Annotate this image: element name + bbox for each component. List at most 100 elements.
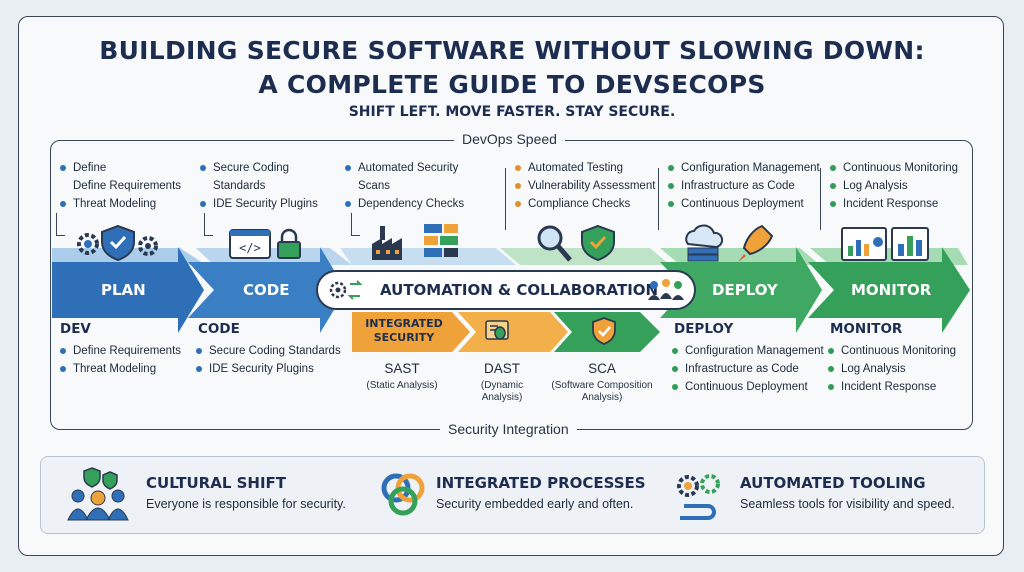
list-item: Compliance Checks [515, 195, 655, 213]
list-item: Automated Testing [515, 159, 655, 177]
monitor-icons [841, 227, 929, 261]
connector-line [505, 168, 506, 230]
list-item: Dependency Checks [345, 195, 464, 213]
tool-dast-desc-line: (Dynamic [480, 380, 524, 391]
build-top-list: Automated Security Scans Dependency Chec… [345, 159, 464, 213]
list-item: Incident Response [828, 378, 956, 396]
list-item: Infrastructure as Code [668, 177, 820, 195]
list-item: Configuration Management [668, 159, 820, 177]
list-item: Standards [213, 180, 266, 192]
integrated-security-label: INTEGRATED SECURITY [356, 317, 452, 345]
feature-desc-integrated-processes: Security embedded early and often. [436, 497, 634, 511]
integrated-security-line-1: INTEGRATED [365, 317, 443, 330]
code-arrow [188, 247, 346, 333]
bug-icon [485, 320, 509, 340]
tool-sast-desc: (Static Analysis) [350, 380, 454, 392]
monitor-arrow [808, 247, 970, 333]
code-blocks-icon [424, 224, 458, 257]
rocket-icon [738, 224, 774, 262]
section-header-dev: DEV [60, 321, 91, 337]
stage-code: CODE [243, 281, 290, 299]
list-item: Define Requirements [60, 342, 181, 360]
stage-plan: PLAN [101, 281, 146, 299]
dashboard-icon [841, 227, 887, 261]
connector-line [351, 213, 360, 236]
list-item: IDE Security Plugins [200, 195, 318, 213]
automation-banner [316, 270, 696, 310]
list-item: Secure Coding [200, 159, 318, 177]
feature-title-automated-tooling: AUTOMATED TOOLING [740, 474, 926, 492]
stage-monitor: MONITOR [851, 281, 932, 299]
feature-title-cultural-shift: CULTURAL SHIFT [146, 474, 287, 492]
bar-chart-icon [891, 227, 929, 261]
tool-dast-desc-line: Analysis) [481, 392, 523, 403]
connector-line [56, 213, 65, 236]
connector-line [820, 168, 821, 230]
deploy-bottom-list: Configuration Management Infrastructure … [672, 342, 824, 396]
svg-text:</>: </> [239, 241, 261, 255]
shield-check-icon [101, 224, 135, 262]
code-icons: </> [229, 228, 301, 259]
integrated-security-line-2: SECURITY [373, 331, 435, 344]
section-header-monitor: MONITOR [830, 321, 903, 337]
list-item: Define Requirements [73, 180, 182, 192]
feature-desc-cultural-shift: Everyone is responsible for security. [146, 497, 346, 511]
tool-sast: SAST [384, 361, 420, 376]
list-item: Threat Modeling [60, 195, 181, 213]
list-item: Continuous Deployment [668, 195, 820, 213]
magnifier-icon [537, 225, 572, 262]
list-item: Continuous Monitoring [830, 159, 958, 177]
list-item: Continuous Monitoring [828, 342, 956, 360]
code-top-list: Secure Coding Standards IDE Security Plu… [200, 159, 318, 213]
list-item: Automated Security [345, 159, 464, 177]
list-item: IDE Security Plugins [196, 360, 341, 378]
automation-gears-icon [329, 280, 363, 300]
list-item: Define [60, 159, 181, 177]
connector-line [658, 168, 659, 230]
monitor-bottom-list: Continuous Monitoring Log Analysis Incid… [828, 342, 956, 396]
code-bottom-list: Secure Coding Standards IDE Security Plu… [196, 342, 341, 378]
code-icon: </> [229, 229, 271, 259]
plan-light-band [52, 248, 206, 265]
cloud-server-icon [685, 224, 724, 262]
dev-bottom-list: Define Requirements Threat Modeling [60, 342, 181, 378]
collaboration-team-icon [648, 279, 684, 300]
title-line-2: A COMPLETE GUIDE TO DEVSECOPS [258, 70, 766, 99]
security-integration-label: Security Integration [440, 421, 577, 437]
title-line-1: BUILDING SECURE SOFTWARE WITHOUT SLOWING… [99, 36, 925, 65]
devops-speed-label: DevOps Speed [454, 131, 565, 147]
automation-banner-text: AUTOMATION & COLLABORATION [380, 281, 659, 299]
feature-title-integrated-processes: INTEGRATED PROCESSES [436, 474, 646, 492]
team-icon [67, 467, 129, 521]
connector-line [204, 213, 213, 236]
interlocking-rings-icon [381, 473, 425, 516]
tool-sast-desc-line: (Static Analysis) [366, 380, 438, 391]
shield-icon [592, 317, 616, 345]
list-item: Continuous Deployment [672, 378, 824, 396]
deploy-arrow [660, 247, 822, 333]
gear-icon [77, 233, 99, 255]
section-header-code: CODE [198, 321, 240, 337]
list-item: Log Analysis [830, 177, 958, 195]
list-item: Secure Coding Standards [196, 342, 341, 360]
monitor-top-list: Continuous Monitoring Log Analysis Incid… [830, 159, 958, 213]
plan-icons [77, 224, 158, 262]
list-item: Vulnerability Assessment [515, 177, 655, 195]
feature-strip [40, 456, 985, 534]
list-item: Infrastructure as Code [672, 360, 824, 378]
tagline: SHIFT LEFT. MOVE FASTER. STAY SECURE. [348, 104, 676, 120]
plan-arrow [52, 247, 204, 333]
build-icons [372, 224, 458, 260]
list-item: Scans [358, 180, 390, 192]
list-item: Incident Response [830, 195, 958, 213]
tool-sca: SCA [588, 361, 616, 376]
gears-icon [677, 474, 720, 520]
dast-arrow [458, 312, 568, 352]
stage-deploy: DEPLOY [712, 281, 778, 299]
test-icons [537, 224, 615, 262]
tool-dast: DAST [483, 361, 520, 376]
lock-icon [277, 228, 301, 259]
gear-icon [138, 236, 158, 256]
